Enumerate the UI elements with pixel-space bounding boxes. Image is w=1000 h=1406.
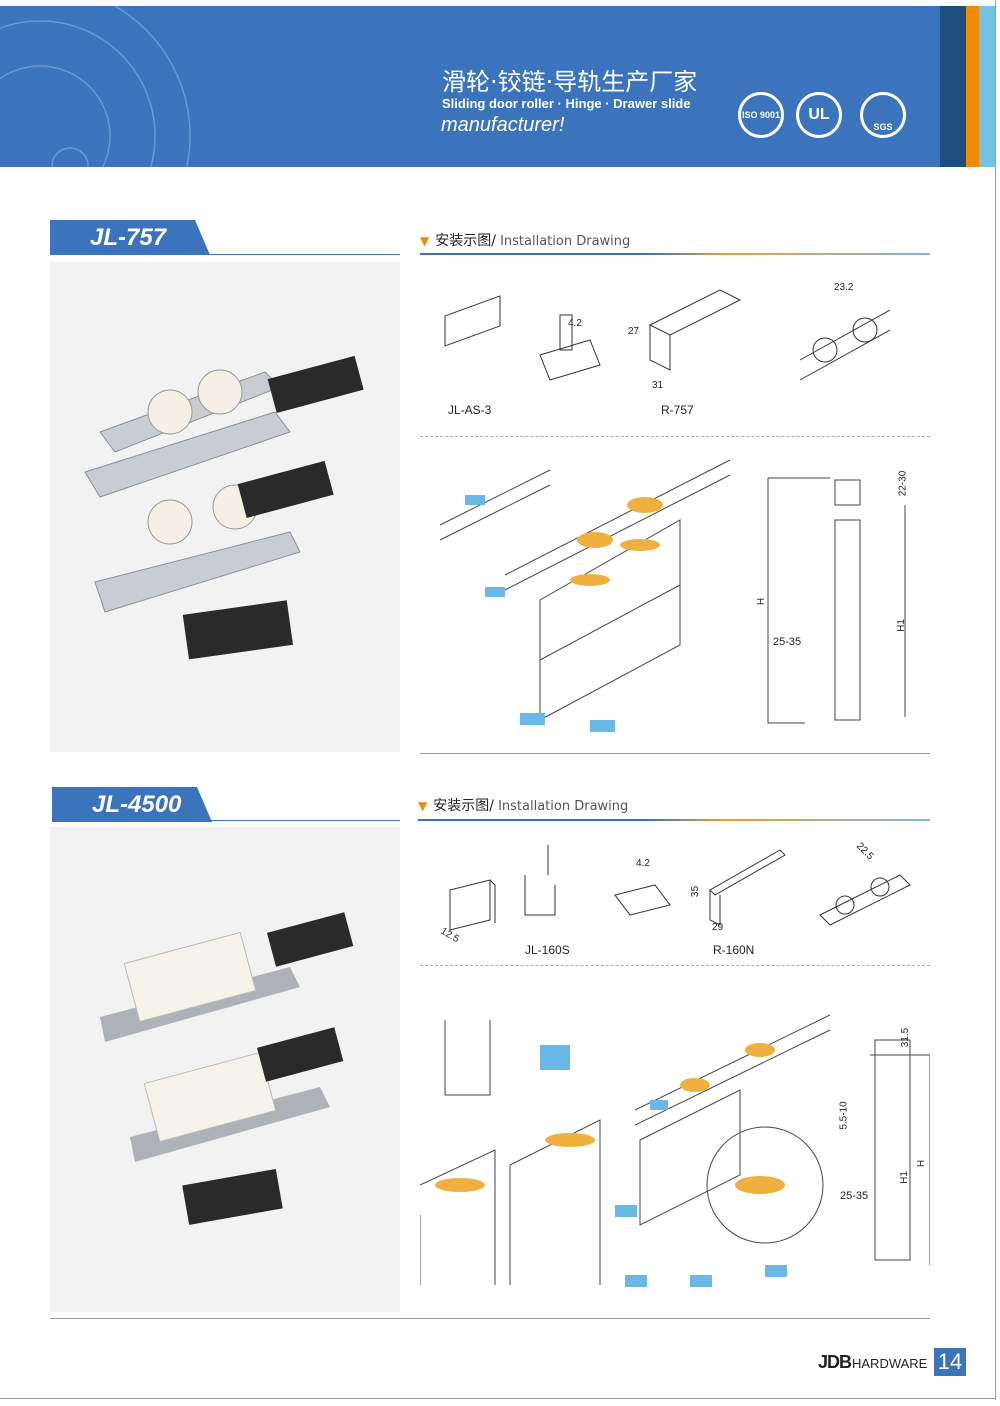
tab-underline [52,820,400,821]
section-line [420,753,930,754]
bottom-line [50,1318,930,1319]
dim-4-2: 4.2 [636,858,650,869]
dim-31-5: 31.5 [900,1027,912,1048]
dim-35: 35 [690,885,702,898]
decorative-circles [0,6,191,167]
part-label-r-160n: R-160N [713,943,755,957]
dim-5-5-10: 5.5-10 [838,1101,850,1130]
dim-23-2: 23.2 [834,282,854,293]
page-border-bottom [0,1398,996,1399]
header-title-cn: 滑轮·铰链·导轨生产厂家 [442,68,698,96]
dashed-divider [420,436,930,437]
heading-line [420,253,930,255]
header-title-en: Sliding door roller · Hinge · Drawer sli… [442,96,691,111]
dim-h: H [916,1159,928,1168]
dim-h1: H1 [898,1171,910,1184]
product-photo-jl-4500 [50,827,400,1312]
dim-25-35: 25-35 [840,1190,869,1202]
footer-brand: HARDWARE [852,1356,928,1371]
tab-underline [50,254,400,255]
stripe-orange [966,6,979,167]
part-label-jl-160s: JL-160S [525,943,570,957]
model-tab-jl-757: JL-757 [50,220,210,255]
model-tab-jl-4500: JL-4500 [52,787,212,822]
assembly-drawing-1 [439,459,906,732]
page-number: 14 [934,1348,966,1376]
stripe-light [979,6,995,167]
roller-photo [84,355,364,660]
parts-drawings-2 [449,845,911,931]
stripe-navy [940,6,966,167]
heading-line [418,819,930,821]
dashed-divider [420,965,930,966]
footer-logo: JDB [818,1352,852,1372]
roller-photo [100,912,354,1225]
dim-22-30: 22-30 [897,470,909,497]
sgs-cert-logo: SGS [860,92,906,138]
ul-cert-logo: UL [796,92,842,138]
header-banner [0,6,940,167]
dim-27: 27 [628,326,640,337]
part-label-r-757: R-757 [661,403,694,417]
installation-heading: ▼ 安装示图/ Installation Drawing [418,795,628,815]
product-photo-jl-757 [50,262,400,752]
part-label-jl-as-3: JL-AS-3 [448,403,492,417]
parts-drawings-1 [444,289,891,381]
assembly-drawing-2 [420,1014,930,1287]
header-title-manufacturer: manufacturer! [441,114,565,136]
inst-cn: 安装示图/ [433,798,494,814]
dim-31: 31 [652,380,664,391]
dim-h1: H1 [895,619,907,632]
triangle-icon: ▼ [420,234,430,248]
page-border [995,0,996,1400]
dim-25-35: 25-35 [773,636,802,648]
inst-en: Installation Drawing [493,799,629,814]
inst-en: Installation Drawing [495,234,631,249]
dim-29: 29 [712,922,724,933]
installation-heading: ▼ 安装示图/ Installation Drawing [420,230,630,250]
dim-h: H [756,597,768,606]
inst-cn: 安装示图/ [435,233,496,249]
triangle-icon: ▼ [418,799,428,813]
iso-cert-logo: ISO 9001 [738,92,784,138]
dim-4-2: 4.2 [568,318,582,329]
